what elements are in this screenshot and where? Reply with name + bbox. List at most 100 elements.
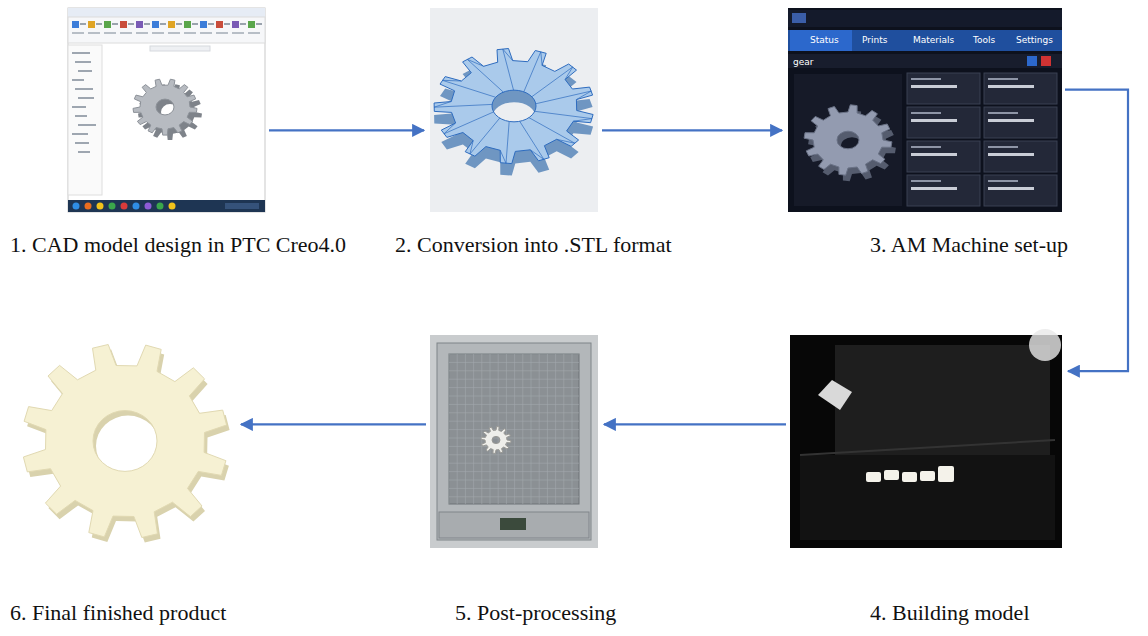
illustration-part (449, 370, 579, 371)
mesh-edge (442, 80, 461, 82)
ribbon-icon (104, 21, 111, 28)
tree-item (72, 79, 84, 81)
process-step: 6. Final finished product (15, 335, 235, 548)
illustration-part (449, 354, 579, 355)
info-text-mark (988, 85, 1034, 88)
model-tree (68, 45, 102, 195)
illustration-part (449, 412, 579, 413)
printed-gear (23, 345, 226, 538)
step-caption: 1. CAD model design in PTC Creo4.0 (10, 232, 346, 258)
info-cell (984, 73, 1057, 104)
illustration-part (449, 387, 579, 388)
taskbar-icon (121, 203, 128, 210)
info-text-mark (911, 112, 941, 114)
info-cell (984, 107, 1057, 138)
tree-item (78, 124, 96, 126)
stop-button (1041, 56, 1051, 66)
illustration-part (449, 471, 579, 472)
tree-item (75, 115, 87, 117)
graphics-toolbar (150, 46, 210, 51)
printed-part (920, 471, 935, 481)
tree-item (72, 133, 88, 135)
tree-item (72, 106, 86, 108)
illustration-part (531, 354, 532, 504)
info-text-mark (988, 78, 1018, 80)
illustration-part (449, 438, 579, 439)
flow-arrow (269, 129, 424, 131)
taskbar-icon (133, 203, 140, 210)
illustration-part (473, 354, 474, 504)
window-frame (68, 8, 265, 212)
info-text-mark (911, 180, 941, 182)
basket-mesh (449, 354, 579, 504)
info-text-mark (988, 112, 1018, 114)
ribbon-text-mark (232, 32, 244, 34)
illustration-part (522, 354, 523, 504)
illustration-part (449, 396, 579, 397)
pause-button (1027, 56, 1037, 66)
small-gear (481, 427, 511, 454)
process-step: 2. Conversion into .STL format (430, 8, 598, 212)
chamber-wall (835, 345, 1050, 455)
photo-ground (430, 335, 598, 548)
screen-text: Tools (973, 36, 995, 46)
taskbar (68, 200, 265, 212)
tray (225, 203, 259, 209)
flow-arrow (241, 423, 426, 425)
mesh-edge (467, 59, 503, 92)
ribbon-text-mark (176, 23, 182, 25)
tree-item (75, 61, 91, 63)
info-cell (984, 141, 1057, 172)
screen-text: Settings (1016, 36, 1053, 46)
process-step: 5. Post-processing (430, 335, 598, 548)
mesh-edge (442, 80, 495, 97)
taskbar-icon (85, 203, 92, 210)
mesh-edge (520, 121, 544, 159)
display (500, 518, 526, 530)
step-caption: 4. Building model (870, 600, 1030, 626)
mesh-edge (524, 52, 541, 92)
info-cell (907, 73, 980, 104)
mesh-edge (500, 150, 506, 163)
ribbon-icon (184, 21, 191, 28)
info-cell (907, 107, 980, 138)
mesh-edge (506, 121, 509, 163)
info-text-mark (911, 78, 941, 80)
tree-item (75, 88, 93, 90)
ribbon-text-mark (128, 23, 134, 25)
illustration-part (449, 421, 579, 422)
job-bar (788, 54, 1062, 68)
ribbon-text-mark (136, 32, 148, 34)
tree-item (75, 142, 89, 144)
illustration-part (449, 354, 450, 504)
mesh-edge (529, 118, 575, 144)
ribbon-text-mark (208, 23, 214, 25)
printed-part (866, 472, 881, 482)
ribbon-icon (88, 21, 95, 28)
illustration-part (449, 429, 579, 430)
ribbon-icon (136, 21, 143, 28)
ribbon-icon (232, 21, 239, 28)
printed-part (938, 466, 954, 482)
illustration-part (449, 480, 579, 481)
tab-bar (788, 30, 1062, 51)
platform-edge (800, 440, 1055, 455)
flow-arrow (604, 423, 786, 425)
ribbon-text-mark (160, 23, 166, 25)
step-caption: 5. Post-processing (455, 600, 616, 626)
step-caption: 3. AM Machine set-up (870, 232, 1068, 258)
preview-area (794, 74, 902, 206)
ribbon-icon (200, 21, 207, 28)
ribbon-text-mark (248, 32, 260, 34)
ribbon-text-mark (144, 23, 150, 25)
build-chamber-photo (790, 329, 1062, 548)
printed-part (902, 472, 917, 482)
mesh-edge (530, 150, 544, 160)
mesh-edge (565, 67, 573, 80)
mesh-edge (434, 101, 451, 107)
photo-ground (15, 335, 235, 548)
illustration-part (465, 354, 466, 504)
